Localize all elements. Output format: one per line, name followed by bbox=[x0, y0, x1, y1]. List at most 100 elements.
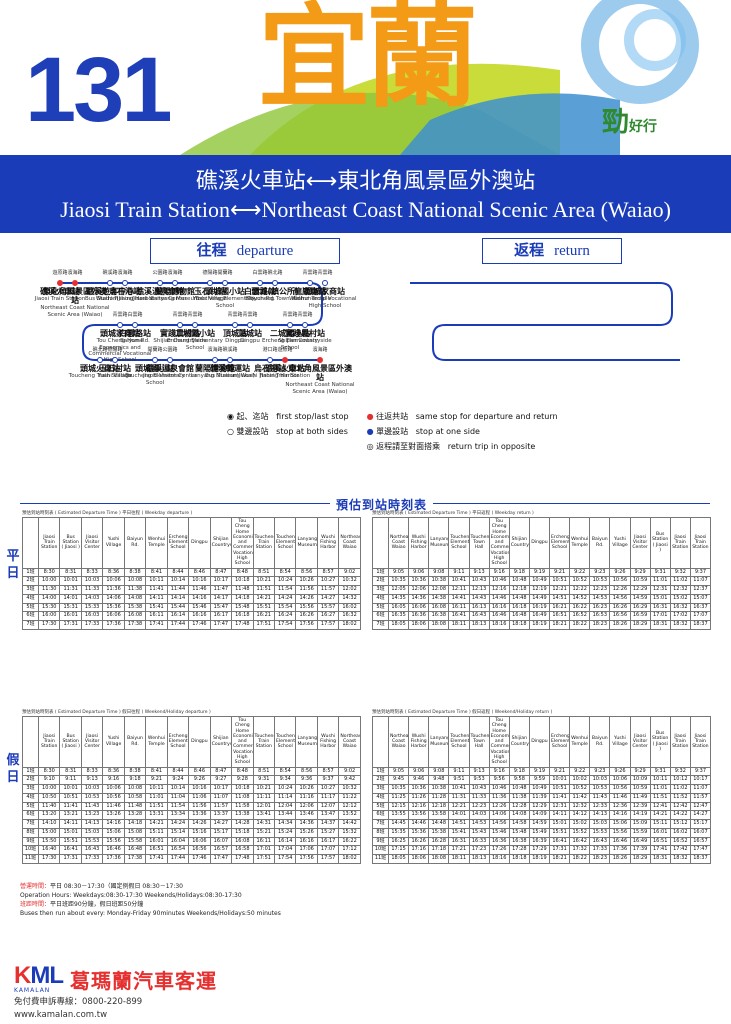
table-cell: 11:04 bbox=[166, 792, 190, 803]
table-cell: 15:43 bbox=[468, 827, 490, 838]
column-header: Yushi Village bbox=[102, 716, 125, 768]
table-cell: 8:54 bbox=[273, 567, 297, 578]
table-cell: 16:19 bbox=[528, 602, 551, 613]
table-cell: 11:54 bbox=[273, 585, 297, 595]
table-cell: 14:17 bbox=[209, 593, 233, 604]
stop-marker bbox=[57, 280, 63, 286]
table-cell: 18:16 bbox=[488, 620, 510, 630]
table-cell: 9班 bbox=[22, 836, 39, 847]
column-header: Wenhui Temple bbox=[145, 716, 168, 768]
table-cell: 14:22 bbox=[669, 810, 691, 821]
table-cell: 6班 bbox=[372, 810, 389, 821]
table-cell: 16:16 bbox=[295, 836, 318, 847]
table-cell: 10:27 bbox=[316, 576, 340, 587]
interval-en: Buses then run about every: Monday-Frida… bbox=[20, 910, 281, 917]
table-cell: 15:01 bbox=[548, 819, 571, 829]
column-header: Baiyun Rd. bbox=[123, 716, 147, 768]
table-cell: 15:46 bbox=[488, 827, 510, 838]
table-cell: 13:41 bbox=[252, 810, 275, 821]
table-cell: 10:09 bbox=[629, 775, 651, 786]
table-cell: 16:54 bbox=[166, 845, 190, 856]
table-cell: 12:47 bbox=[689, 801, 712, 812]
table-cell: 16:11 bbox=[448, 602, 470, 613]
table-cell: 17:51 bbox=[252, 620, 275, 630]
table-cell: 16:06 bbox=[188, 836, 211, 847]
table-cell: 5班 bbox=[22, 602, 39, 613]
column-header: Jiaosi Train Station bbox=[37, 716, 61, 768]
table-cell: 10:59 bbox=[629, 784, 651, 794]
interval-label: 班距時間： bbox=[20, 901, 51, 908]
column-header: Jiaosi Train Station bbox=[669, 716, 691, 768]
swirl-shape bbox=[624, 9, 686, 71]
column-header: Wushi Fishing Harbor bbox=[316, 716, 340, 768]
table-cell: 5班 bbox=[372, 602, 389, 613]
table-cell: 14:10 bbox=[37, 819, 61, 829]
stop-marker bbox=[267, 357, 273, 363]
table-cell: 15:12 bbox=[669, 819, 691, 829]
table-cell: 10:51 bbox=[548, 784, 571, 794]
table-cell: 10:41 bbox=[448, 576, 470, 587]
table-cell: 12:37 bbox=[689, 585, 712, 595]
table-cell: 9:02 bbox=[338, 766, 361, 777]
table-cell: 10:03 bbox=[80, 576, 104, 587]
table-cell: 11:46 bbox=[609, 792, 631, 803]
table-cell: 16:07 bbox=[209, 836, 233, 847]
table-cell: 17:31 bbox=[548, 845, 571, 856]
water-wave-shape bbox=[400, 93, 620, 155]
table-cell: 16:03 bbox=[80, 611, 104, 622]
stop-marker bbox=[307, 280, 313, 286]
table-cell: 11班 bbox=[22, 854, 39, 864]
table-cell: 9:51 bbox=[448, 775, 470, 786]
table-cell: 10:24 bbox=[273, 784, 297, 794]
stop-road-label: 濱海路 bbox=[167, 270, 183, 276]
stop-marker bbox=[282, 357, 288, 363]
stop-marker bbox=[97, 357, 103, 363]
table-cell: 17:26 bbox=[488, 845, 510, 856]
table-cell: 17:44 bbox=[166, 854, 190, 864]
stop-marker bbox=[167, 357, 173, 363]
table-cell: 11:42 bbox=[569, 792, 591, 803]
table-cell: 10:26 bbox=[295, 576, 318, 587]
table-cell: 13:31 bbox=[145, 810, 168, 821]
table-cell: 16:42 bbox=[569, 836, 591, 847]
column-header: Lanyang Museum bbox=[295, 716, 318, 768]
table-cell: 10:56 bbox=[102, 792, 125, 803]
table-cell: 9:27 bbox=[209, 775, 233, 786]
table-cell: 14:24 bbox=[166, 819, 190, 829]
column-header: Baiyun Rd. bbox=[123, 517, 147, 569]
route-banner: 礁溪火車站⟷東北角風景區外澳站 Jiaosi Train Station⟷Nor… bbox=[0, 155, 731, 233]
table-cell: 13:47 bbox=[316, 810, 340, 821]
stop-marker bbox=[257, 280, 263, 286]
table-cell: 16:14 bbox=[166, 611, 190, 622]
table-cell: 18:16 bbox=[488, 854, 510, 864]
table-cell: 10:14 bbox=[166, 576, 190, 587]
column-header: Shijian Countryside bbox=[209, 716, 233, 768]
table-cell: 14:21 bbox=[252, 593, 275, 604]
table-cell: 10:06 bbox=[609, 775, 631, 786]
table-cell: 17:46 bbox=[188, 854, 211, 864]
stop-road-label: 青雲路 bbox=[187, 312, 203, 318]
table-cell: 10:18 bbox=[231, 576, 254, 587]
column-header: Ercheng Elementary School bbox=[548, 716, 571, 768]
column-header: Ercheng Elementary School bbox=[166, 517, 190, 569]
table-cell: 9:19 bbox=[528, 567, 551, 578]
table-cell: 11:46 bbox=[188, 585, 211, 595]
table-cell: 14:16 bbox=[188, 593, 211, 604]
table-cell: 16:17 bbox=[209, 611, 233, 622]
table-cell: 8:30 bbox=[37, 567, 61, 578]
column-header: Toucheng Town Hall bbox=[468, 716, 490, 768]
table-cell: 7班 bbox=[22, 620, 39, 630]
table-cell: 16:38 bbox=[428, 611, 450, 622]
column-header: Yushi Village bbox=[609, 517, 631, 569]
